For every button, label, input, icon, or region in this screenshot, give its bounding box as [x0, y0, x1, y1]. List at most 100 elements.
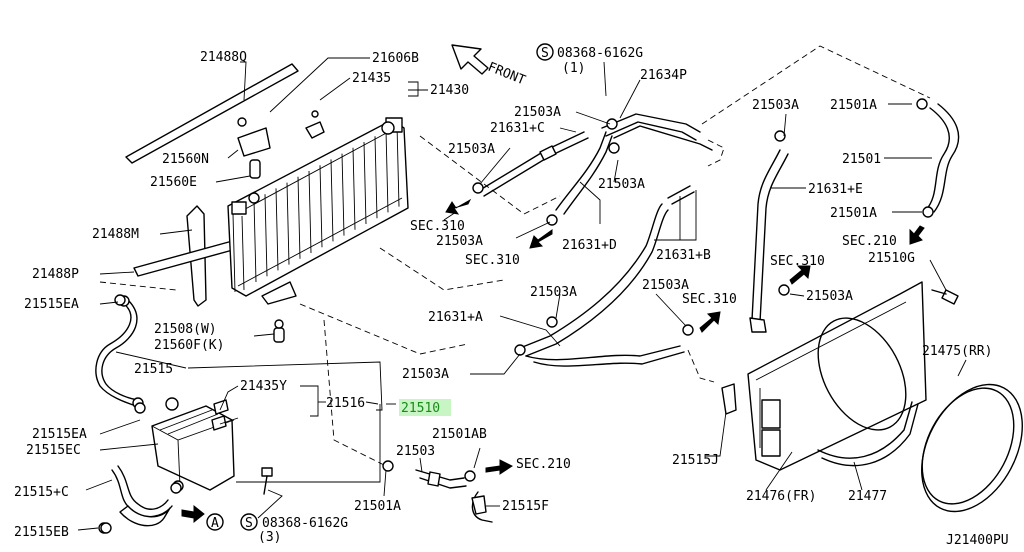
fan-shroud-21476 — [747, 281, 927, 471]
label-21634P[interactable]: 21634P — [640, 68, 687, 83]
clamp-icon — [922, 206, 934, 218]
clamp-icon — [114, 294, 126, 306]
label-21476[interactable]: 21476(FR) — [746, 489, 816, 504]
svg-text:S: S — [245, 516, 253, 531]
clip-21515F-icon — [471, 495, 487, 515]
leader-lines — [77, 57, 967, 531]
label-21560N[interactable]: 21560N — [162, 152, 209, 167]
circle-a-icon: A — [206, 513, 224, 531]
label-21488P[interactable]: 21488P — [32, 267, 79, 282]
diagram-code: J21400PU — [946, 533, 1009, 548]
label-21435Y[interactable]: 21435Y — [240, 379, 287, 394]
label-sec310-3[interactable]: SEC.310 — [770, 254, 825, 269]
label-sec310-1[interactable]: SEC.310 — [410, 219, 465, 234]
hose-21631E — [749, 149, 789, 333]
front-label: FRONT — [486, 60, 528, 89]
label-21477[interactable]: 21477 — [848, 489, 887, 504]
label-bolt-top-qty: (1) — [562, 61, 585, 76]
label-sec310-4[interactable]: SEC.310 — [682, 292, 737, 307]
radiator — [227, 117, 409, 305]
label-sec310-2[interactable]: SEC.310 — [465, 253, 520, 268]
circle-s-top-icon: S — [536, 43, 554, 61]
ring-21477 — [817, 401, 919, 467]
clamp-icon — [382, 460, 394, 472]
label-21503A-1[interactable]: 21503A — [514, 105, 561, 120]
label-21503A-8[interactable]: 21503A — [642, 278, 689, 293]
label-21515EC[interactable]: 21515EC — [26, 443, 81, 458]
sec310-arrow-2-icon — [529, 229, 553, 249]
clamp-icon — [778, 284, 790, 296]
label-21501A-2[interactable]: 21501A — [830, 206, 877, 221]
label-21515J[interactable]: 21515J — [672, 453, 719, 468]
label-bolt-top[interactable]: 08368-6162G — [557, 46, 643, 61]
reservoir-tank — [151, 397, 235, 491]
seal-21488P — [133, 239, 241, 277]
bolt-bottom-icon — [261, 467, 273, 495]
clamp-icon — [100, 522, 112, 534]
label-bolt-bottom[interactable]: 08368-6162G — [262, 516, 348, 531]
clamp-icon — [608, 142, 620, 154]
label-21501A-1[interactable]: 21501A — [830, 98, 877, 113]
label-21430[interactable]: 21430 — [430, 83, 469, 98]
label-21503A-3[interactable]: 21503A — [598, 177, 645, 192]
bracket-21560N-icon — [237, 117, 271, 157]
label-21515EB[interactable]: 21515EB — [14, 525, 69, 540]
sec310-arrow-4-icon — [699, 311, 721, 333]
front-arrow-icon — [451, 44, 489, 75]
label-21515[interactable]: 21515 — [134, 362, 173, 377]
label-21475[interactable]: 21475(RR) — [922, 344, 992, 359]
label-21516[interactable]: 21516 — [326, 396, 365, 411]
clamp-icon — [682, 324, 694, 336]
clamp-icon — [774, 130, 786, 142]
label-21515C[interactable]: 21515+C — [14, 485, 69, 500]
mount-21560E-icon — [249, 159, 261, 179]
dashed-outlines — [99, 45, 931, 467]
label-21501AB[interactable]: 21501AB — [432, 427, 487, 442]
label-21503A-2[interactable]: 21503A — [448, 142, 495, 157]
label-sec210-1[interactable]: SEC.210 — [842, 234, 897, 249]
seal-21488Q — [125, 63, 299, 164]
label-21631E[interactable]: 21631+E — [808, 182, 863, 197]
clamp-icon — [546, 316, 558, 328]
mount-21560F-icon — [273, 319, 285, 343]
label-21510[interactable]: 21510 — [401, 401, 440, 416]
label-21501[interactable]: 21501 — [842, 152, 881, 167]
label-21560F[interactable]: 21560F(K) — [154, 338, 224, 353]
label-21503A-5[interactable]: 21503A — [752, 98, 799, 113]
label-21510G[interactable]: 21510G — [868, 251, 915, 266]
cap-21430-icon — [305, 110, 325, 139]
sec310-arrow-3-icon — [789, 265, 811, 285]
clamp-icon — [606, 118, 618, 130]
label-21515EA-2[interactable]: 21515EA — [32, 427, 87, 442]
label-21503A-4[interactable]: 21503A — [436, 234, 483, 249]
label-21631B[interactable]: 21631+B — [656, 248, 711, 263]
hose-21631D — [555, 131, 613, 215]
label-21631A[interactable]: 21631+A — [428, 310, 483, 325]
label-21631C[interactable]: 21631+C — [490, 121, 545, 136]
hose-21631C — [479, 131, 589, 197]
label-21631D[interactable]: 21631+D — [562, 238, 617, 253]
label-21503A-6[interactable]: 21503A — [806, 289, 853, 304]
circle-s-bottom-icon: S — [240, 513, 258, 531]
label-21503A-9[interactable]: 21503A — [402, 367, 449, 382]
label-21488Q[interactable]: 21488Q — [200, 50, 247, 65]
clamp-icon — [134, 402, 146, 414]
label-21515F[interactable]: 21515F — [502, 499, 549, 514]
hose-21515 — [95, 295, 144, 409]
label-21435[interactable]: 21435 — [352, 71, 391, 86]
clamps-group — [100, 98, 934, 534]
label-21515EA-1[interactable]: 21515EA — [24, 297, 79, 312]
pipe-21634P — [601, 113, 713, 151]
label-sec210-2[interactable]: SEC.210 — [516, 457, 571, 472]
label-21501A-3[interactable]: 21501A — [354, 499, 401, 514]
label-21560E[interactable]: 21560E — [150, 175, 197, 190]
clamp-icon — [916, 98, 928, 110]
svg-text:S: S — [541, 46, 549, 61]
label-21488M[interactable]: 21488M — [92, 227, 139, 242]
label-21508[interactable]: 21508(W) — [154, 322, 217, 337]
label-21606B[interactable]: 21606B — [372, 51, 419, 66]
label-21503[interactable]: 21503 — [396, 444, 435, 459]
clip-21515J-icon — [721, 383, 737, 415]
label-21503A-7[interactable]: 21503A — [530, 285, 577, 300]
